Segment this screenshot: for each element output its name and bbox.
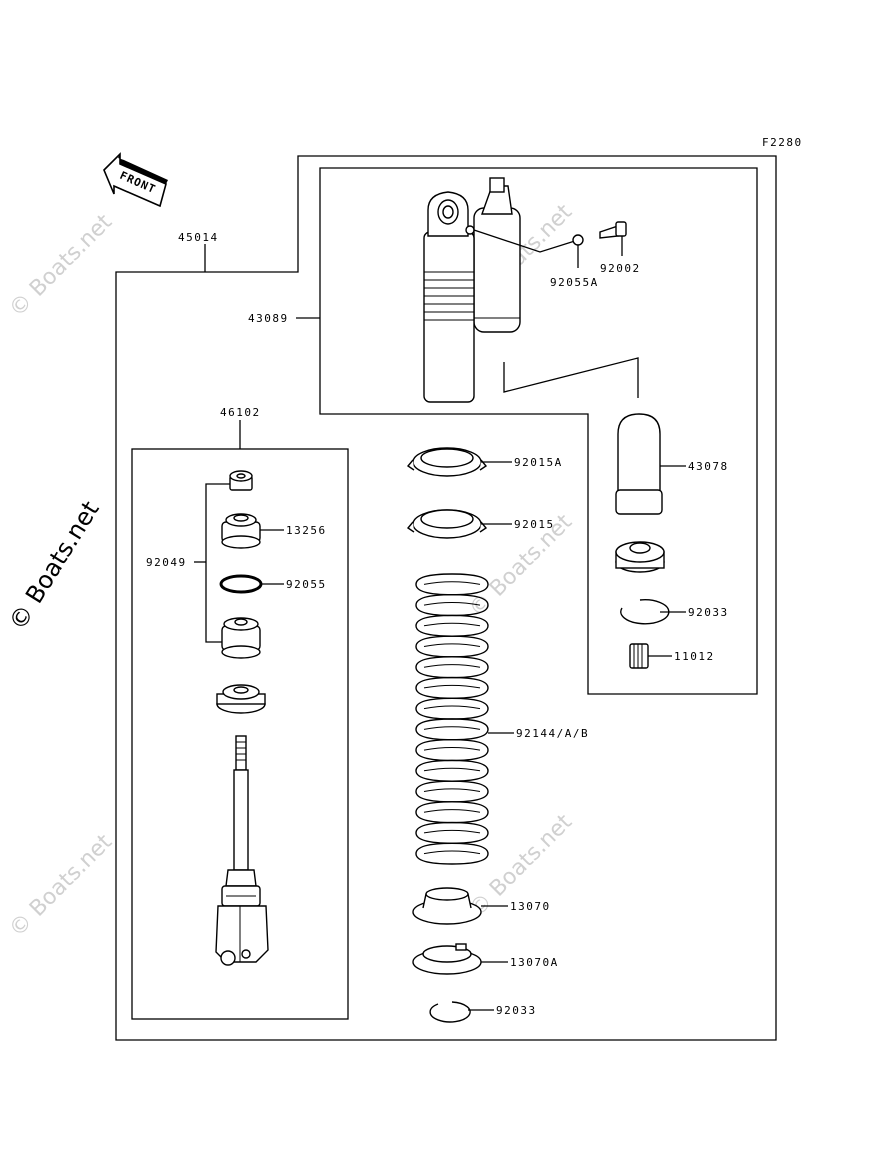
lock-nut-92015a-icon xyxy=(406,447,488,477)
bushing-13256-icon xyxy=(221,513,261,549)
spring-coil xyxy=(415,676,489,699)
seat-13070-icon xyxy=(412,887,482,925)
spring-coil-inner xyxy=(423,788,481,792)
callout-92049: 92049 xyxy=(146,556,187,569)
callout-92015a: 92015A xyxy=(514,456,563,469)
watermark-main: © Boats.net xyxy=(3,496,104,635)
spring-coil xyxy=(415,759,489,782)
spring-coil-inner xyxy=(423,601,481,606)
callout-45014: 45014 xyxy=(178,231,219,244)
snap-ring-upper-icon xyxy=(620,599,670,625)
shock-body-drawing xyxy=(423,177,521,403)
front-arrow-icon: FRONT xyxy=(103,152,168,208)
nut-icon xyxy=(229,470,253,491)
spring-coil-inner xyxy=(423,622,481,627)
callout-92144: 92144/A/B xyxy=(516,727,589,740)
piston-icon xyxy=(221,617,261,659)
bolt-92002-icon xyxy=(599,221,627,239)
callout-13070: 13070 xyxy=(510,900,551,913)
callout-92033-lower: 92033 xyxy=(496,1004,537,1017)
lock-nut-92015-icon xyxy=(406,509,488,539)
spring-coil xyxy=(415,801,489,824)
spring-coil xyxy=(415,614,489,637)
spring-coil-inner xyxy=(423,850,481,855)
callout-13256: 13256 xyxy=(286,524,327,537)
base-valve-icon xyxy=(216,684,266,714)
callout-43089: 43089 xyxy=(248,312,289,325)
spring-coil-inner xyxy=(423,829,481,834)
ring-92055a-icon xyxy=(572,234,584,246)
spring-coil-inner xyxy=(423,643,481,647)
spring-coil-inner xyxy=(423,726,481,730)
spring-coil xyxy=(415,718,489,741)
spring-coil-inner xyxy=(423,581,481,585)
shaft-rod-icon xyxy=(215,735,269,966)
callout-92055a: 92055A xyxy=(550,276,599,289)
assembly-frame xyxy=(115,155,777,1041)
shock-body-frame xyxy=(319,167,758,695)
bladder-cap-43078-icon xyxy=(615,413,663,515)
spring-coil-inner xyxy=(423,746,481,751)
callout-11012: 11012 xyxy=(674,650,715,663)
spring-coil-inner xyxy=(423,684,481,689)
spring-coil xyxy=(415,697,489,720)
seat-13070a-icon xyxy=(412,943,482,975)
spring-coil-inner xyxy=(423,767,481,772)
watermark: © Boats.net xyxy=(5,829,118,942)
spring-coil-inner xyxy=(423,809,481,813)
callout-92055: 92055 xyxy=(286,578,327,591)
spring-coil xyxy=(415,842,489,865)
callout-13070a: 13070A xyxy=(510,956,559,969)
snap-ring-lower-icon xyxy=(429,1001,471,1023)
spring-coil-inner xyxy=(423,705,481,710)
callout-43078: 43078 xyxy=(688,460,729,473)
watermark: © Boats.net xyxy=(5,209,118,322)
callout-92002: 92002 xyxy=(600,262,641,275)
oring-92055-icon xyxy=(219,574,263,594)
spring-coil xyxy=(415,821,489,844)
diagram-code: F2280 xyxy=(762,136,803,149)
spring-coil xyxy=(415,573,489,596)
spring-coil xyxy=(415,594,489,617)
callout-92015: 92015 xyxy=(514,518,555,531)
bearing-11012-icon xyxy=(629,643,649,669)
spring-coil-inner xyxy=(423,664,481,668)
spring-coil xyxy=(415,780,489,803)
nut-set-bracket xyxy=(205,483,232,643)
callout-46102: 46102 xyxy=(220,406,261,419)
spring-coil xyxy=(415,656,489,679)
valve-piece-icon xyxy=(615,541,665,573)
callout-92033-upper: 92033 xyxy=(688,606,729,619)
spring-92144-icon xyxy=(415,573,489,865)
spring-coil xyxy=(415,635,489,658)
spring-coil xyxy=(415,739,489,762)
